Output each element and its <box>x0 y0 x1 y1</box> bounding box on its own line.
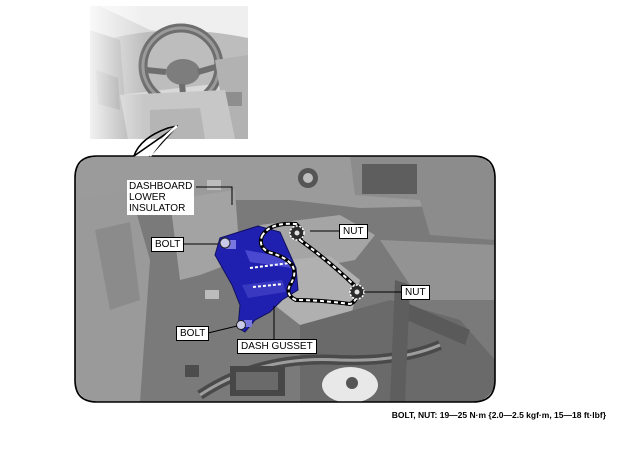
label-dash-gusset: DASH GUSSET <box>237 339 317 354</box>
bolt-lower-icon <box>236 320 246 330</box>
label-bolt-upper: BOLT <box>151 237 185 252</box>
vehicle-interior-inset <box>90 6 248 139</box>
bolt-upper-icon <box>219 237 231 249</box>
callout-bubble-outline <box>74 125 496 403</box>
dash-gusset-body <box>214 225 299 333</box>
leader-lines <box>181 186 402 345</box>
label-dashboard-lower-insulator: DASHBOARD LOWER INSULATOR <box>127 180 195 215</box>
torque-specification: BOLT, NUT: 19—25 N·m {2.0—2.5 kgf·m, 15—… <box>391 410 606 420</box>
nut-lower-icon <box>349 284 365 300</box>
dash-gusset-part <box>214 225 299 333</box>
label-bolt-lower: BOLT <box>176 326 210 341</box>
label-nut-upper: NUT <box>339 224 368 239</box>
nut-upper-icon <box>289 225 305 241</box>
label-nut-lower: NUT <box>401 285 430 300</box>
